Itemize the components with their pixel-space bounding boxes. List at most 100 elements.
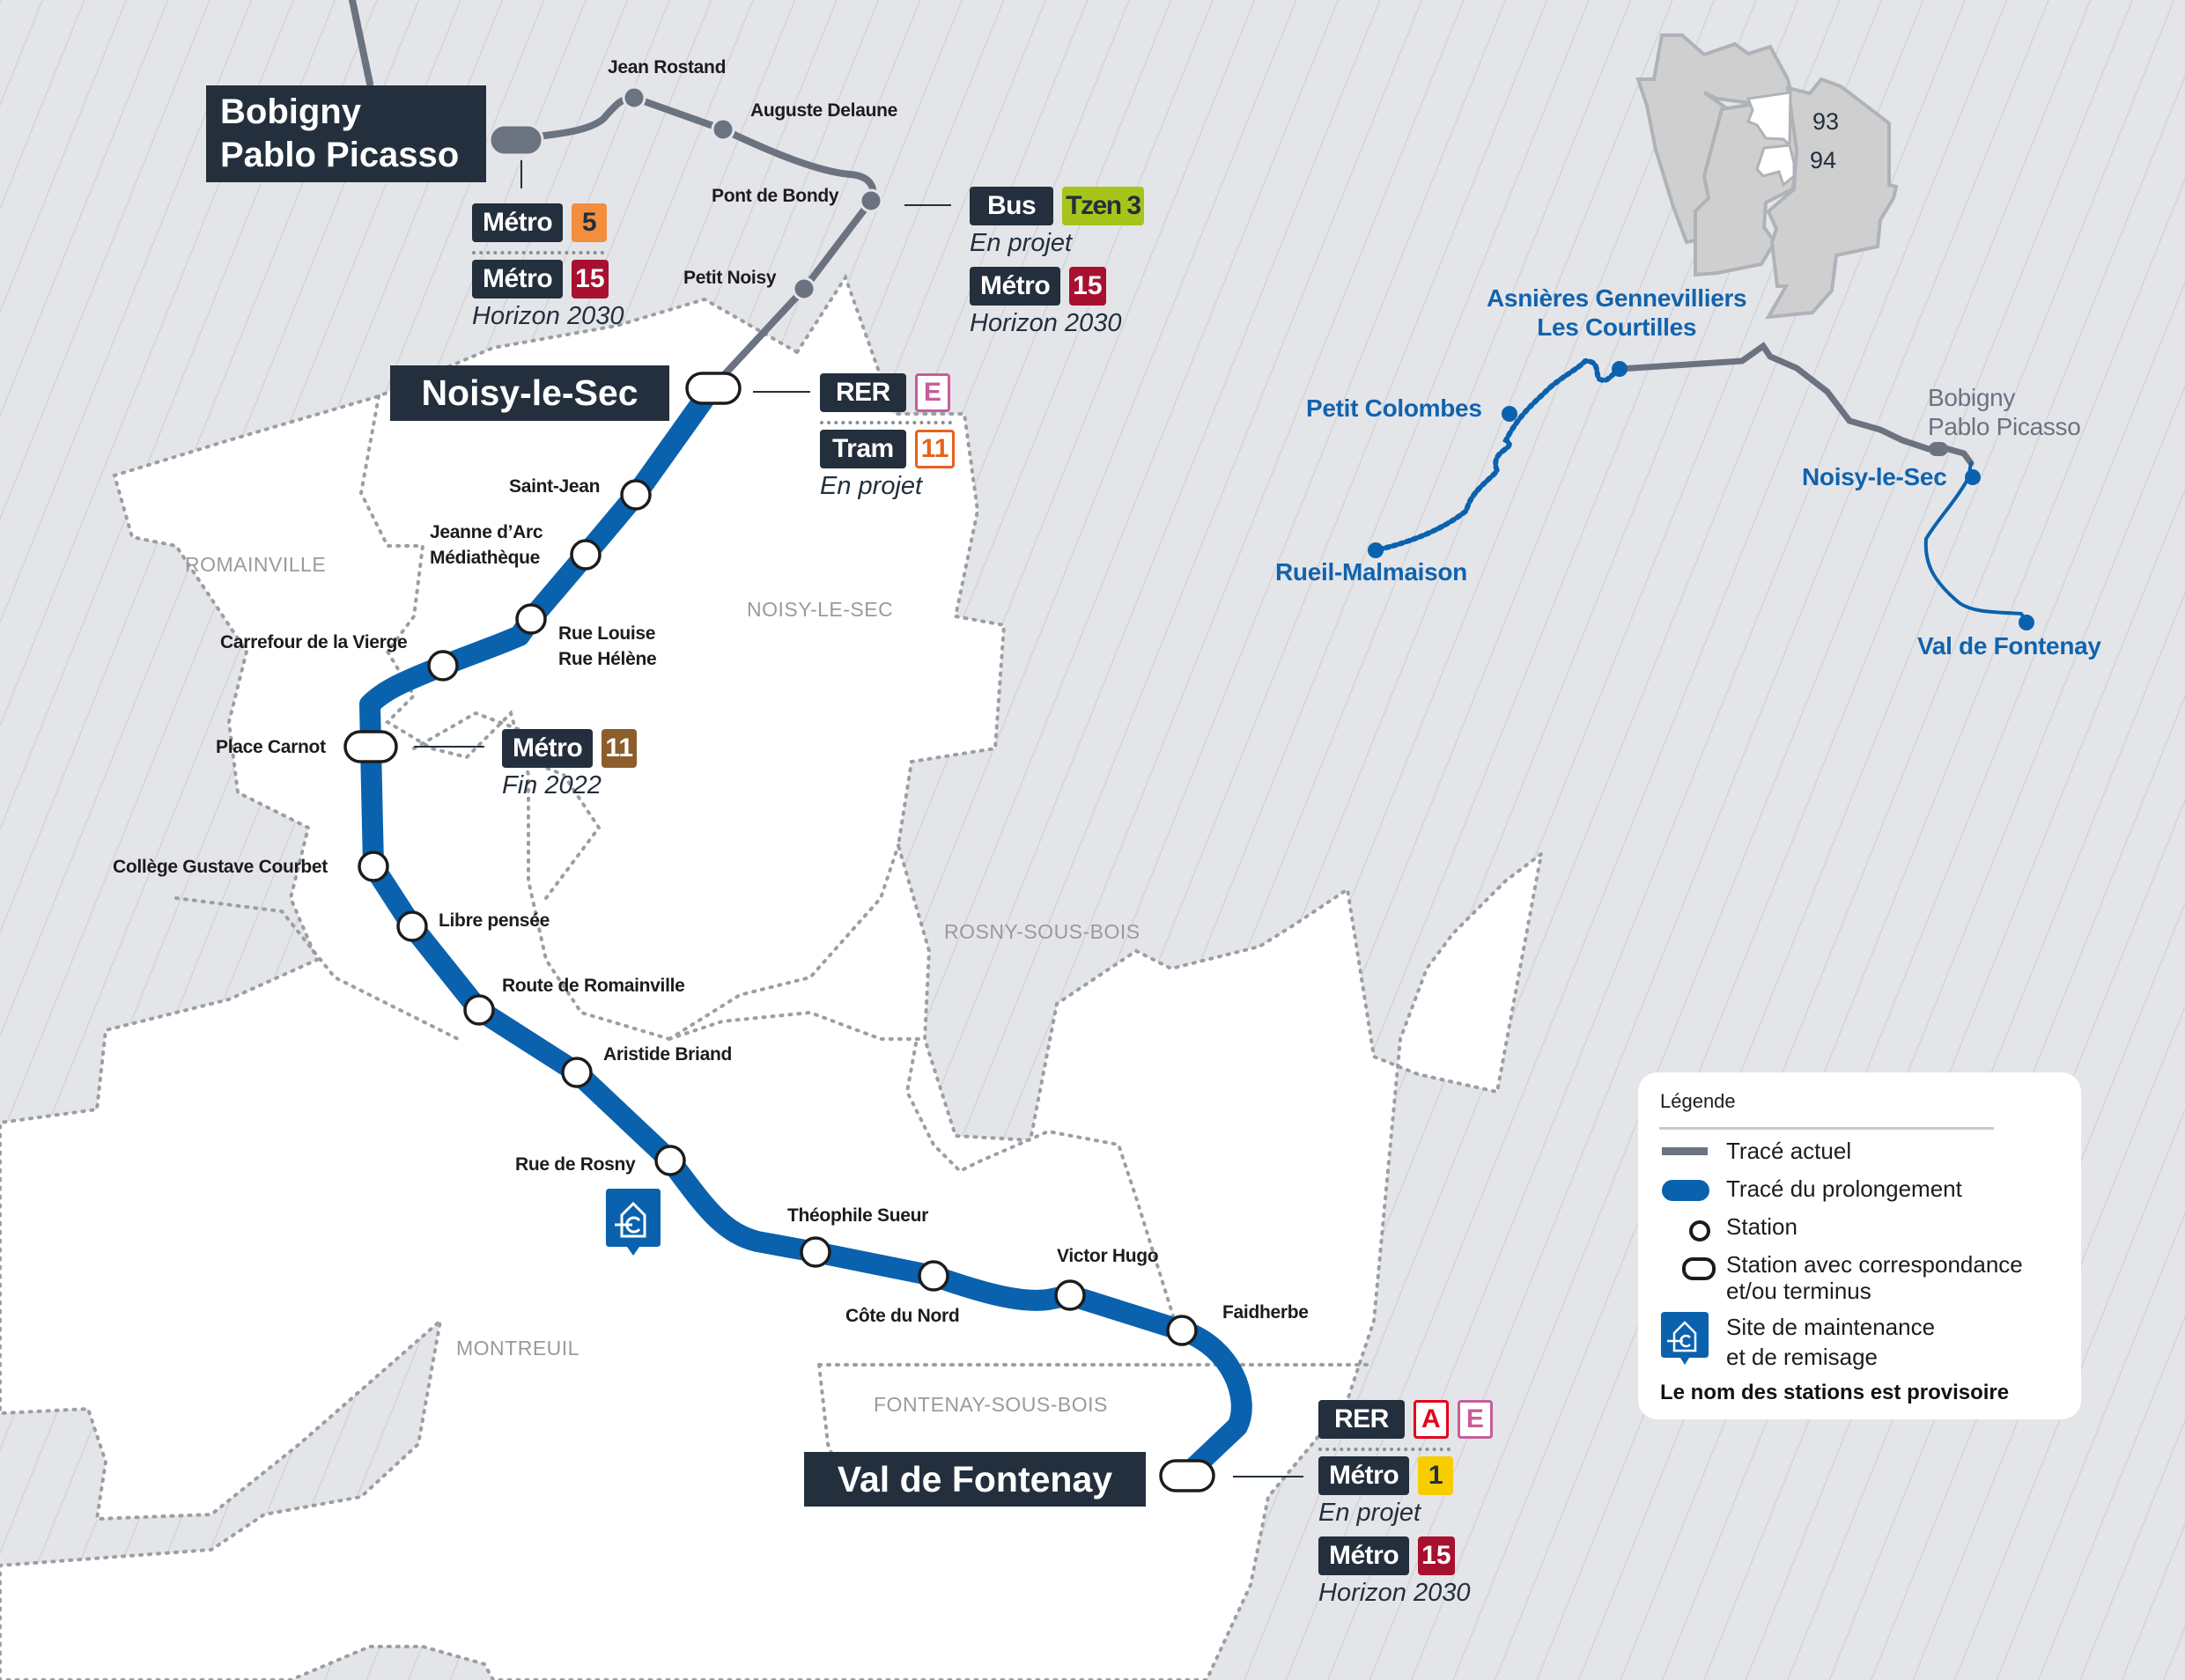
inset-label-bobigny: Bobigny Pablo Picasso — [1928, 383, 2081, 441]
mode-bus: Bus — [970, 187, 1054, 225]
commune-borders — [174, 394, 1376, 1490]
extension-line-icon — [1662, 1180, 1709, 1201]
connection-metro1: Métro 1 — [1318, 1456, 1493, 1495]
connections-place-carnot: Métro 11 Fin 2022 — [502, 729, 638, 800]
station-label-place-carnot: Place Carnot — [216, 737, 326, 757]
line-badge-metro15: 15 — [1418, 1536, 1455, 1575]
connection-metro11: Métro 11 — [502, 729, 638, 768]
line-badge-rer-a: A — [1413, 1400, 1449, 1439]
line-badge-rer-e: E — [914, 373, 950, 412]
line-badge-tram11: 11 — [914, 430, 956, 468]
terminus-val-label: Val de Fontenay — [804, 1452, 1146, 1507]
current-stations — [488, 85, 883, 301]
commune-montreuil: MONTREUIL — [456, 1337, 579, 1359]
station-label-jeanne-darc-1: Jeanne d’Arc — [430, 522, 543, 542]
mode-metro: Métro — [1318, 1456, 1410, 1495]
line-badge-rer-e: E — [1457, 1400, 1493, 1439]
connection-metro15: Métro 15 — [1318, 1536, 1493, 1575]
connections-noisy: RER E Tram 11 En projet — [820, 373, 956, 501]
station-label-libre-pensee: Libre pensée — [439, 910, 550, 931]
connections-val-de-fontenay: RER A E Métro 1 En projet Métro 15 Horiz… — [1318, 1400, 1493, 1608]
legend-item-maintenance-2: et de remisage — [1726, 1344, 1878, 1370]
station-label-jeanne-darc: Jeanne d’Arc Médiathèque — [430, 519, 543, 571]
station-label-route-romainville: Route de Romainville — [502, 976, 685, 996]
legend-divider — [1659, 1127, 1994, 1130]
connection-tzen3: Bus Tzen 3 — [970, 187, 1144, 225]
inset-label-bobigny-1: Bobigny — [1928, 384, 2016, 411]
station-label-auguste-delaune: Auguste Delaune — [750, 100, 898, 121]
inset-label-petit-colombes: Petit Colombes — [1306, 394, 1482, 422]
legend-item-maintenance-1: Site de maintenance — [1726, 1314, 1936, 1340]
station-label-saint-jean: Saint-Jean — [509, 476, 601, 497]
separator-dots — [820, 421, 952, 424]
inset-label-val: Val de Fontenay — [1917, 632, 2101, 659]
station-label-pont-de-bondy: Pont de Bondy — [712, 186, 839, 206]
maintenance-site-icon — [606, 1189, 661, 1256]
bobigny-line2: Pablo Picasso — [220, 136, 460, 174]
connector-lines — [414, 204, 1303, 1477]
interchange-pill-icon — [1682, 1257, 1716, 1280]
mode-rer: RER — [820, 373, 906, 412]
station-circle-icon — [1689, 1220, 1710, 1242]
legend-item-interchange: Station avec correspondance et/ou termin… — [1726, 1251, 2023, 1304]
connection-note: Horizon 2030 — [1318, 1579, 1471, 1607]
connection-note: En projet — [970, 229, 1073, 257]
legend-item-current: Tracé actuel — [1726, 1138, 1852, 1164]
separator-dots — [1318, 1448, 1451, 1451]
connection-note: Fin 2022 — [502, 771, 602, 799]
bobigny-line1: Bobigny — [220, 92, 361, 131]
connection-note: Horizon 2030 — [970, 309, 1122, 337]
connection-note: Horizon 2030 — [472, 302, 624, 330]
connection-tram11: Tram 11 — [820, 430, 956, 468]
line-badge-metro15: 15 — [1069, 267, 1106, 306]
connection-note: En projet — [1318, 1499, 1421, 1527]
station-label-rue-louise-2: Rue Hélène — [558, 649, 657, 669]
station-label-rue-louise-1: Rue Louise — [558, 623, 656, 644]
line-badge-metro1: 1 — [1418, 1456, 1454, 1495]
commune-romainville: ROMAINVILLE — [185, 553, 327, 576]
inset-label-bobigny-2: Pablo Picasso — [1928, 413, 2081, 440]
terminus-bobigny-label: Bobigny Pablo Picasso — [206, 85, 486, 182]
line-badge-metro5: 5 — [572, 203, 608, 242]
inset-label-noisy: Noisy-le-Sec — [1802, 463, 1947, 490]
station-label-rue-de-rosny: Rue de Rosny — [515, 1154, 636, 1175]
legend-title: Légende — [1660, 1090, 1736, 1112]
station-label-college-courbet: Collège Gustave Courbet — [113, 857, 328, 877]
legend-panel: Légende Tracé actuel Tracé du prolongeme… — [1638, 1072, 2081, 1419]
mode-metro: Métro — [472, 203, 564, 242]
station-label-victor-hugo: Victor Hugo — [1057, 1246, 1159, 1266]
separator-dots — [472, 251, 604, 254]
legend-footnote: Le nom des stations est provisoire — [1660, 1381, 2010, 1404]
inset-93-94 — [1746, 91, 1796, 188]
line-badge-metro15: 15 — [572, 260, 609, 298]
station-label-petit-noisy: Petit Noisy — [683, 268, 777, 288]
mode-metro: Métro — [472, 260, 564, 298]
station-label-cote-du-nord: Côte du Nord — [845, 1306, 960, 1326]
commune-noisy-le-sec: NOISY-LE-SEC — [747, 598, 894, 621]
mode-metro: Métro — [970, 267, 1061, 306]
legend-item-interchange-2: et/ou terminus — [1726, 1278, 1871, 1304]
connection-metro15: Métro 15 — [472, 260, 624, 298]
terminus-noisy-label: Noisy-le-Sec — [390, 365, 669, 421]
mode-metro: Métro — [502, 729, 594, 768]
connection-metro15: Métro 15 — [970, 267, 1144, 306]
inset-label-rueil: Rueil-Malmaison — [1275, 558, 1467, 586]
connection-rer-a-e: RER A E — [1318, 1400, 1493, 1439]
connection-note: En projet — [820, 472, 923, 500]
inset-dept-93: 93 — [1812, 108, 1840, 135]
station-label-rue-louise: Rue Louise Rue Hélène — [558, 621, 657, 672]
maintenance-site-icon — [1661, 1312, 1709, 1365]
connection-rer-e: RER E — [820, 373, 955, 412]
legend-item-extension: Tracé du prolongement — [1726, 1175, 1962, 1202]
legend-item-interchange-1: Station avec correspondance — [1726, 1251, 2023, 1278]
station-label-aristide-briand: Aristide Briand — [603, 1044, 733, 1065]
inset-stations — [1368, 361, 2034, 630]
connection-metro5: Métro 5 — [472, 203, 624, 242]
legend-item-station: Station — [1726, 1213, 1797, 1240]
station-label-faidherbe: Faidherbe — [1222, 1302, 1309, 1323]
commune-fontenay-sous-bois: FONTENAY-SOUS-BOIS — [874, 1393, 1108, 1416]
commune-rosny-sous-bois: ROSNY-SOUS-BOIS — [944, 920, 1140, 943]
extension-stations — [343, 372, 1215, 1492]
mode-rer: RER — [1318, 1400, 1405, 1439]
mode-metro: Métro — [1318, 1536, 1410, 1575]
